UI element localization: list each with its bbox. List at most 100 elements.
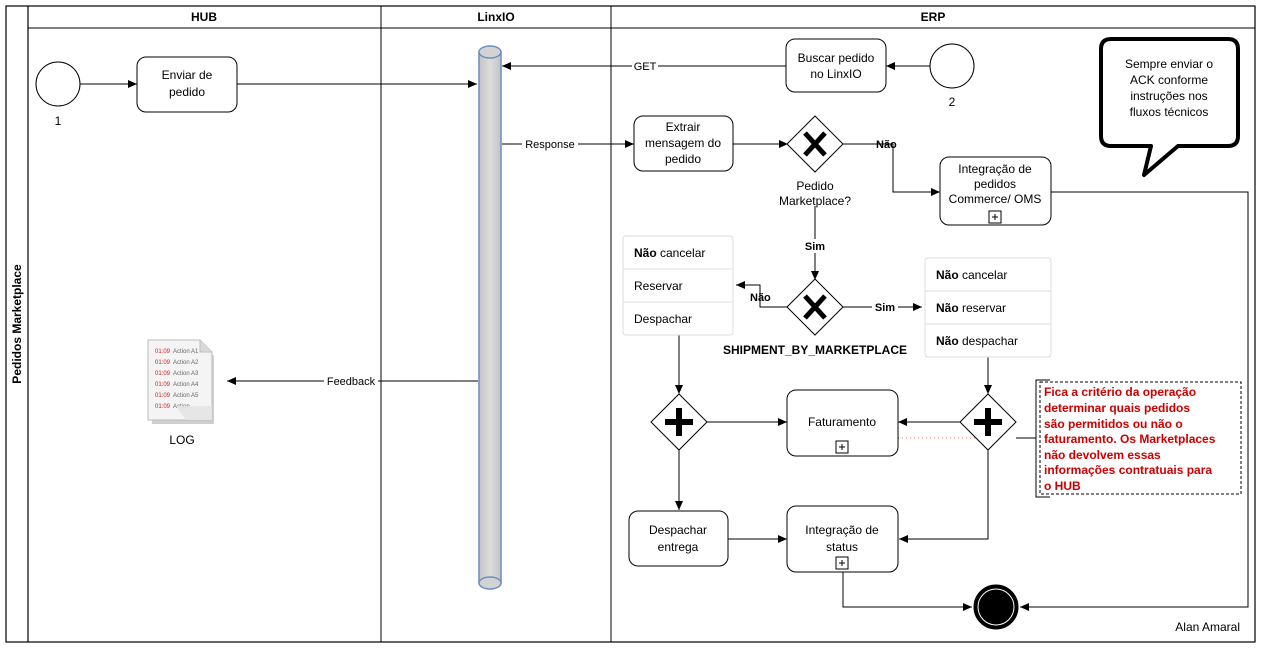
gateway-1-line-2: Marketplace? — [779, 194, 851, 208]
annotation-line-4: faturamento. Os Marketplaces — [1044, 432, 1216, 446]
parallel-plus-icon — [974, 408, 1002, 436]
log-time-4: 01:09 — [155, 382, 171, 388]
list-left-item-3-text: Despachar — [634, 312, 692, 326]
lane-linxio-label: LinxIO — [477, 10, 514, 24]
annotation-line-2: determinar quais pedidos — [1044, 401, 1190, 415]
edge-plus-status — [899, 450, 989, 543]
start-event-1: 1 — [35, 61, 81, 128]
task-faturamento-label: Faturamento — [808, 415, 876, 429]
log-action-4: Action A4 — [173, 382, 199, 388]
label-get: GET — [634, 61, 657, 73]
end-event — [973, 584, 1019, 630]
linxio-queue-cylinder — [478, 45, 502, 590]
svg-text:Despachar: Despachar — [634, 312, 692, 326]
edge-status-end — [842, 571, 972, 611]
task-extrair-line-1: Extrair — [666, 120, 701, 134]
annotation-line-1: Fica a critério da operação — [1044, 385, 1196, 399]
label-sim-2: Sim — [875, 302, 895, 314]
list-right-item-3-bold: Não — [936, 334, 959, 348]
task-buscar-line-2: no LinxIO — [810, 67, 861, 81]
log-time-3: 01:09 — [155, 371, 171, 377]
task-extrair-mensagem: Extrair mensagem do pedido — [633, 115, 734, 172]
label-nao-2: Não — [750, 292, 771, 304]
lane-hub-label: HUB — [191, 10, 217, 24]
exclusive-x-icon — [803, 294, 827, 320]
edge-labels: GET Response Feedback Não Sim Não Sim — [324, 59, 898, 388]
log-action-3: Action A3 — [173, 371, 199, 377]
task-extrair-line-2: mensagem do — [645, 136, 721, 150]
task-enviar-line-1: Enviar de — [162, 68, 213, 82]
gateway-parallel-left — [650, 393, 708, 451]
label-feedback: Feedback — [327, 376, 376, 388]
annotation-line-6: informações contratuais para — [1044, 463, 1212, 477]
log-time-2: 01:09 — [155, 360, 171, 366]
task-despachar-line-2: entrega — [658, 540, 699, 554]
task-extrair-line-3: pedido — [665, 152, 701, 166]
list-right-item-2-text: reservar — [959, 301, 1006, 315]
list-left-item-2-text: Reservar — [634, 279, 683, 293]
author-label: Alan Amaral — [1175, 620, 1240, 634]
gateway-1-line-1: Pedido — [796, 179, 834, 193]
list-left-item-1-text: cancelar — [657, 246, 706, 260]
annotation-line-7: o HUB — [1044, 479, 1081, 493]
label-sim-1: Sim — [805, 241, 825, 253]
annotation-box: Fica a critério da operação determinar qu… — [1016, 379, 1242, 498]
gateway-parallel-right — [959, 393, 1017, 451]
log-action-2: Action A2 — [173, 360, 199, 366]
pool-label: Pedidos Marketplace — [10, 264, 24, 384]
svg-text:Não cancelar: Não cancelar — [634, 246, 705, 260]
gateway-shipment: SHIPMENT_BY_MARKETPLACE — [723, 278, 907, 357]
exclusive-x-icon — [803, 131, 827, 157]
list-right-item-1-bold: Não — [936, 268, 959, 282]
list-right-item-3-text: despachar — [959, 334, 1018, 348]
log-action-1: Action A1 — [173, 349, 199, 355]
svg-text:Reservar: Reservar — [634, 279, 683, 293]
task-integracao-status-line-1: Integração de — [805, 523, 879, 537]
annotation-line-5: não devolvem essas — [1044, 448, 1161, 462]
list-right: Não cancelar Não reservar Não despachar — [924, 257, 1052, 358]
callout-line-1: Sempre enviar o — [1125, 57, 1213, 71]
list-right-item-1-text: cancelar — [959, 268, 1008, 282]
label-nao-1: Não — [876, 139, 897, 151]
label-response: Response — [525, 139, 575, 151]
task-faturamento: Faturamento — [786, 389, 899, 457]
lane-erp-label: ERP — [921, 10, 946, 24]
task-despachar-entrega: Despachar entrega — [628, 510, 729, 567]
log-time-1: 01:09 — [155, 349, 171, 355]
svg-text:Não cancelar: Não cancelar — [936, 268, 1007, 282]
list-right-item-2-bold: Não — [936, 301, 959, 315]
svg-text:Não reservar: Não reservar — [936, 301, 1006, 315]
task-integracao-pedidos-line-3: Commerce/ OMS — [949, 192, 1042, 206]
task-buscar-pedido: Buscar pedido no LinxIO — [785, 38, 887, 93]
edge-gw1-integracao — [843, 143, 940, 196]
list-left: Não cancelar Reservar Despachar — [622, 235, 734, 336]
list-left-item-1-bold: Não — [634, 246, 657, 260]
task-despachar-line-1: Despachar — [649, 523, 707, 537]
svg-text:Não despachar: Não despachar — [936, 334, 1018, 348]
task-buscar-line-1: Buscar pedido — [798, 51, 875, 65]
annotation-line-3: são permitidos ou não o — [1044, 417, 1183, 431]
callout-line-4: fluxos técnicos — [1130, 105, 1209, 119]
edge-integracao-end — [1020, 191, 1249, 611]
parallel-plus-icon — [665, 408, 693, 436]
start-event-1-label: 1 — [55, 114, 62, 128]
